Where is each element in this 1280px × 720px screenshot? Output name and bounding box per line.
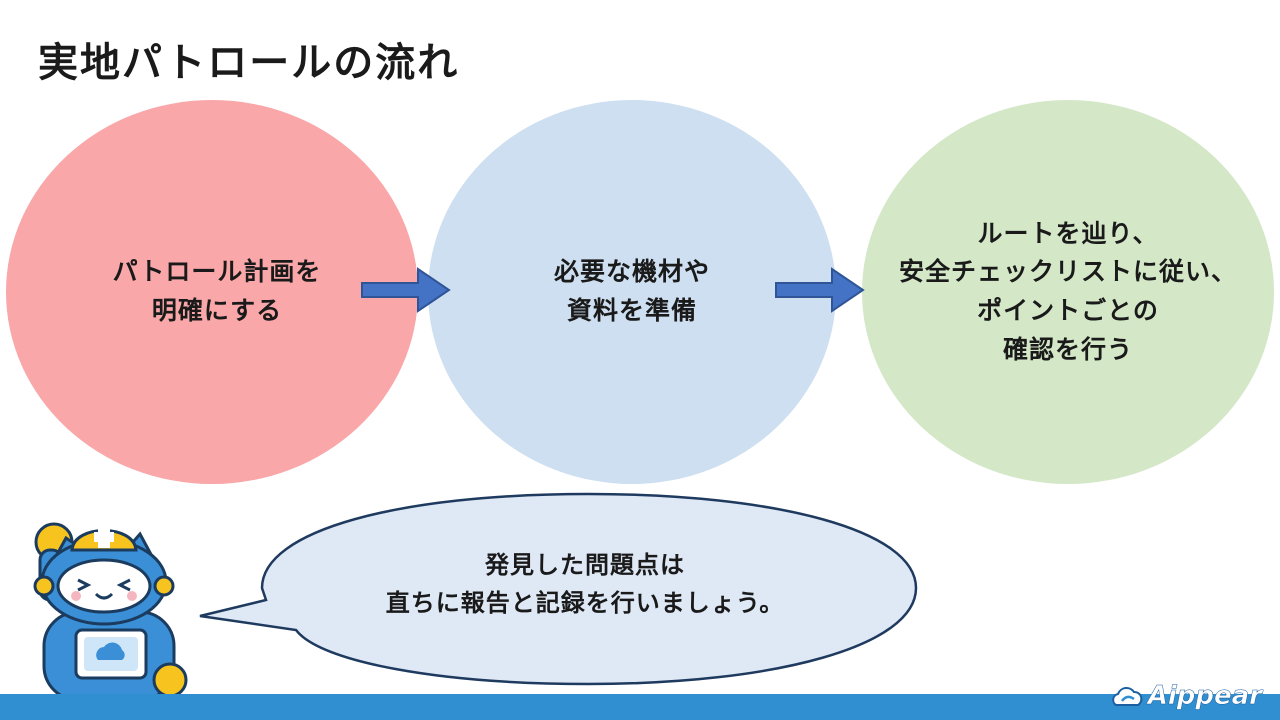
- step-3-text: ルートを辿り、 安全チェックリストに従い、 ポイントごとの 確認を行う: [898, 218, 1237, 364]
- page-title: 実地パトロールの流れ: [38, 40, 460, 86]
- logo-text: Aippear: [1147, 681, 1262, 712]
- cloud-logo-icon: [1111, 687, 1143, 706]
- step-3-circle: ルートを辿り、 安全チェックリストに従い、 ポイントごとの 確認を行う: [862, 100, 1274, 484]
- robot-mascot-icon: [33, 522, 188, 702]
- step-2-circle: 必要な機材や 資料を準備: [428, 100, 836, 484]
- footer-bar: [0, 694, 1280, 720]
- step-1-text: パトロール計画を 明確にする: [112, 257, 322, 325]
- step-2-text: 必要な機材や 資料を準備: [553, 257, 710, 325]
- aippear-logo: Aippear: [1110, 676, 1262, 716]
- step-1-circle: パトロール計画を 明確にする: [6, 100, 418, 484]
- arrow-right-icon: [361, 267, 451, 313]
- arrow-right-icon: [775, 267, 865, 313]
- bubble-message: 発見した問題点は 直ちに報告と記録を行いましょう。: [385, 551, 785, 618]
